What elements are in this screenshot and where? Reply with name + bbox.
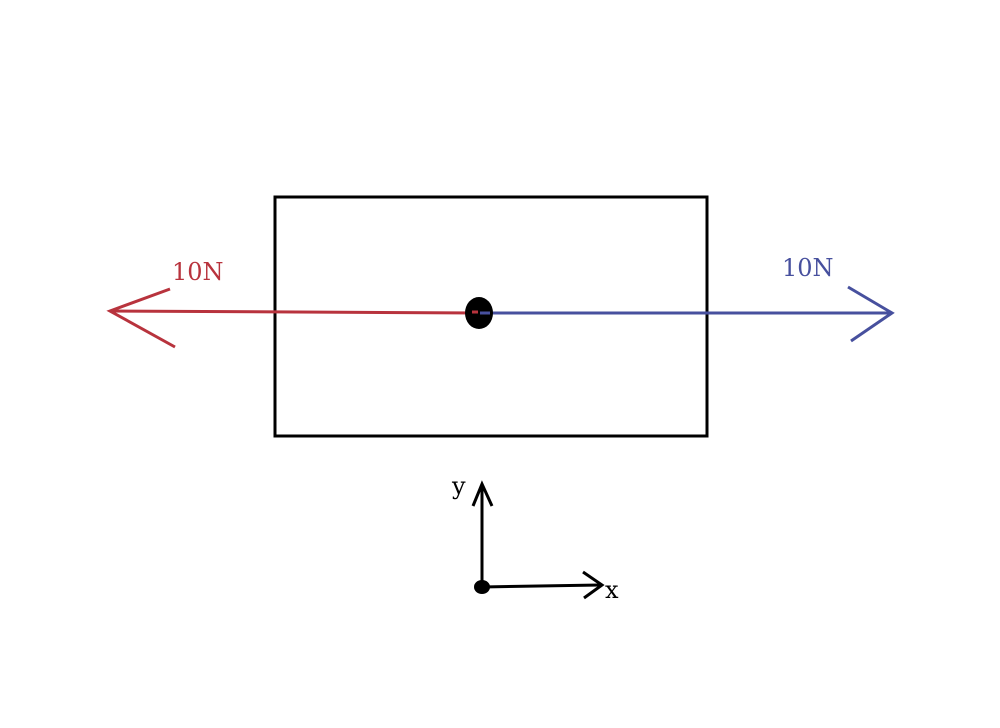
block [273, 195, 709, 438]
left-force-arrow [106, 287, 479, 349]
x-axis-arrow [481, 583, 601, 589]
y-axis-label: y [451, 472, 466, 500]
left-force-label: 10N [172, 258, 224, 286]
origin-dot [474, 580, 490, 594]
coordinate-axes [471, 480, 605, 600]
center-of-mass-dot [465, 297, 493, 329]
right-force-label: 10N [782, 254, 834, 282]
x-axis-label: x [605, 576, 619, 604]
right-force-arrow [480, 285, 895, 343]
